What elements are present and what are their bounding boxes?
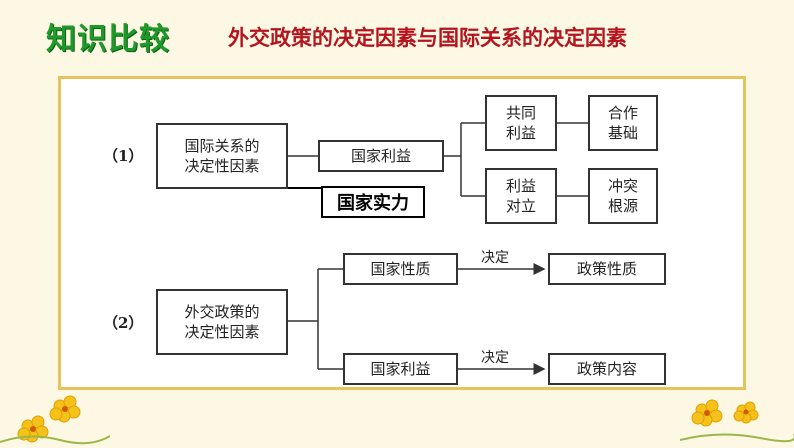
part2-lower-factor-text: 国家利益 <box>370 359 431 378</box>
part1-upper-branch-box: 共同 利益 <box>485 95 557 151</box>
section-title: 知识比较 <box>46 22 170 57</box>
part1-middle-box: 国家利益 <box>318 140 444 172</box>
part2-lower-arrow-label: 决定 <box>481 350 509 366</box>
part2-lower-factor-box: 国家利益 <box>343 353 458 385</box>
part2-upper-factor-text: 国家性质 <box>370 259 431 278</box>
part2-lower-result-box: 政策内容 <box>548 353 666 385</box>
added-factor-box: 国家实力 <box>321 186 425 218</box>
section-subtitle: 外交政策的决定因素与国际关系的决定因素 <box>228 26 627 50</box>
part2-upper-result-box: 政策性质 <box>548 253 666 285</box>
part1-upper-result-text: 合作 基础 <box>607 103 638 142</box>
diagram-panel: （1） 国际关系的 决定性因素 国家利益 共同 利益 合作 基础 利益 对立 冲… <box>58 76 746 390</box>
part1-lower-result-box: 冲突 根源 <box>588 168 658 224</box>
part2-upper-arrow-label: 决定 <box>481 250 509 266</box>
connector-lines <box>288 122 588 375</box>
part1-lower-branch-text: 利益 对立 <box>505 176 536 215</box>
part1-lower-branch-box: 利益 对立 <box>485 168 557 224</box>
part1-upper-branch-text: 共同 利益 <box>505 103 536 142</box>
part1-lower-result-text: 冲突 根源 <box>607 176 638 215</box>
part1-middle-text: 国家利益 <box>350 146 411 165</box>
part1-upper-result-box: 合作 基础 <box>588 95 658 151</box>
part2-label: （2） <box>103 314 144 332</box>
part2-upper-factor-box: 国家性质 <box>343 253 458 285</box>
part2-root-box: 外交政策的 决定性因素 <box>156 289 288 355</box>
part1-root-box: 国际关系的 决定性因素 <box>156 123 288 189</box>
part2-lower-result-text: 政策内容 <box>576 359 637 378</box>
part2-root-text: 外交政策的 决定性因素 <box>184 302 260 341</box>
part1-root-text: 国际关系的 决定性因素 <box>184 136 260 175</box>
part1-label: （1） <box>103 147 144 165</box>
part2-upper-result-text: 政策性质 <box>576 259 637 278</box>
flower-decoration-right-icon <box>680 399 794 443</box>
flower-decoration-left-icon <box>0 395 110 445</box>
added-factor-text: 国家实力 <box>337 193 409 214</box>
